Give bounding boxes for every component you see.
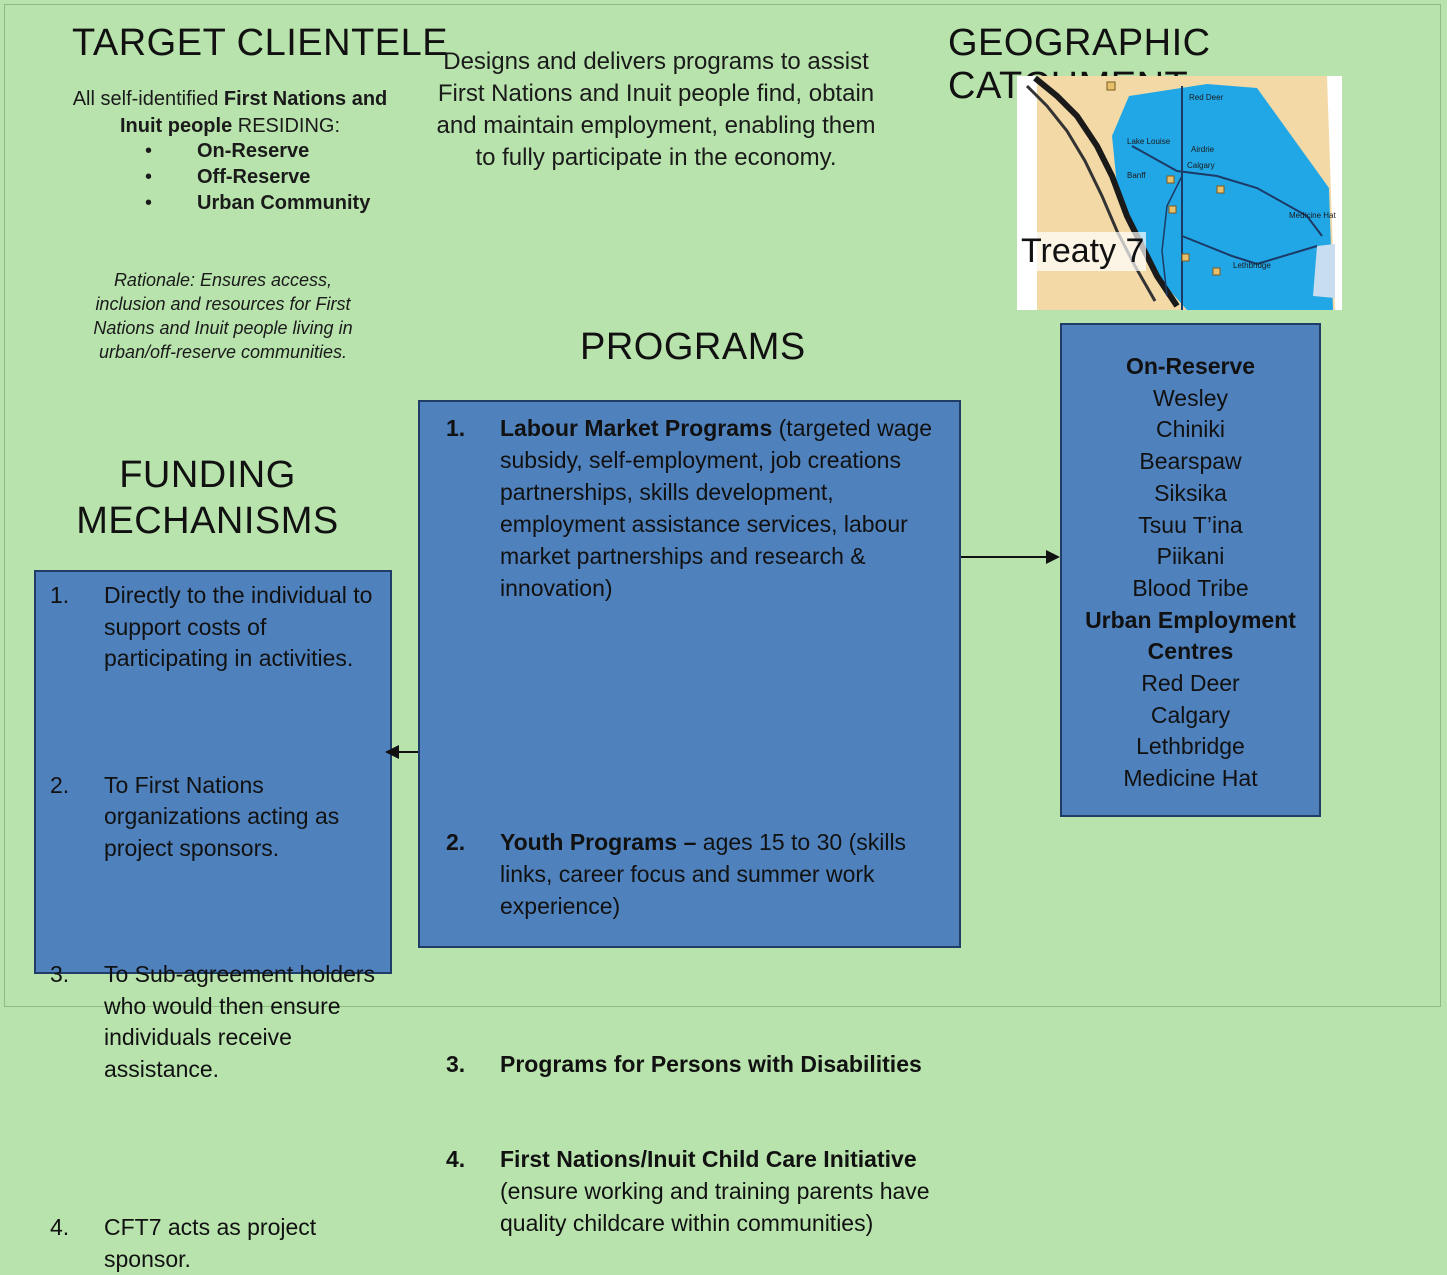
intro-bold: First Nations and Inuit people [119,88,388,137]
town-label: Medicine Hat [1289,211,1336,220]
communities-box: On-Reserve Wesley Chiniki Bearspaw Siksi… [1060,323,1321,817]
community-item: Tsuu T’ina [1138,511,1243,538]
town-label: Airdrie [1191,145,1215,154]
target-clientele-intro: All self-identified First Nations and In… [60,86,400,140]
community-item: Bearspaw [1139,448,1242,475]
community-item: Blood Tribe [1132,574,1249,601]
intro-tail: RESIDING: [232,115,340,137]
bullet-item: •Off-Reserve [145,166,311,188]
urban-centre-item: Calgary [1150,701,1231,728]
community-item: Chiniki [1155,416,1226,443]
funding-heading: FUNDING MECHANISMS [60,452,355,544]
community-item: Piikani [1156,543,1225,570]
funding-item: 1. Directly to the individual to support… [50,582,373,671]
urban-centre-item: Lethbridge [1136,733,1245,760]
town-label: Lake Louise [1127,137,1171,146]
community-item: Wesley [1153,384,1228,411]
town-label: Lethbridge [1233,261,1271,270]
program-item: 4. First Nations/Inuit Child Care Initia… [446,1146,930,1236]
programs-box: 1. Labour Market Programs (targeted wage… [418,400,961,1236]
town-label: Red Deer [1189,93,1224,102]
program-item: 1. Labour Market Programs (targeted wage… [446,415,933,601]
town-label: Calgary [1187,161,1215,170]
urban-centre-item: Red Deer [1141,670,1240,697]
mission-statement: Designs and delivers programs to assist … [436,48,876,171]
programs-heading: PROGRAMS [580,326,806,368]
funding-item: 3. To Sub-agreement holders who would th… [50,961,376,1082]
urban-centres-heading-line2: Centres [1147,638,1234,665]
bullet-item: •Urban Community [145,192,371,214]
funding-item: 2. To First Nations organizations acting… [50,771,340,861]
urban-centres-heading-line1: Urban Employment [1085,606,1296,633]
urban-centre-item: Medicine Hat [1123,765,1258,792]
target-clientele-heading: TARGET CLIENTELE [72,22,449,64]
funding-box: 1. Directly to the individual to support… [34,570,392,1272]
bullet-item: •On-Reserve [145,140,310,162]
arrowhead-left-icon [385,745,399,759]
rationale-text: Rationale: Ensures access, inclusion and… [93,270,353,362]
funding-heading-line2: MECHANISMS [76,500,339,542]
funding-item: 4. CFT7 acts as project sponsor. [50,1214,317,1272]
community-item: Siksika [1154,479,1227,506]
intro-lead: All self-identified [72,88,224,110]
slide-frame [4,4,1441,1007]
programs-to-funding-arrow [398,751,418,753]
arrowhead-right-icon [1046,550,1060,564]
program-item: 2. Youth Programs – ages 15 to 30 (skill… [446,829,907,919]
on-reserve-heading: On-Reserve [1125,353,1256,379]
programs-to-communities-arrow [961,556,1049,558]
program-item: 3. Programs for Persons with Disabilitie… [446,1051,922,1077]
treaty7-label: Treaty 7 [1019,232,1147,271]
treaty7-map: Red Deer Lake Louise Airdrie Calgary Ban… [1017,76,1342,310]
residence-bullet-list: •On-Reserve •Off-Reserve •Urban Communit… [72,138,412,216]
map-graphic: Red Deer Lake Louise Airdrie Calgary Ban… [1025,76,1336,310]
town-label: Banff [1127,171,1146,180]
funding-heading-line1: FUNDING [119,454,296,496]
